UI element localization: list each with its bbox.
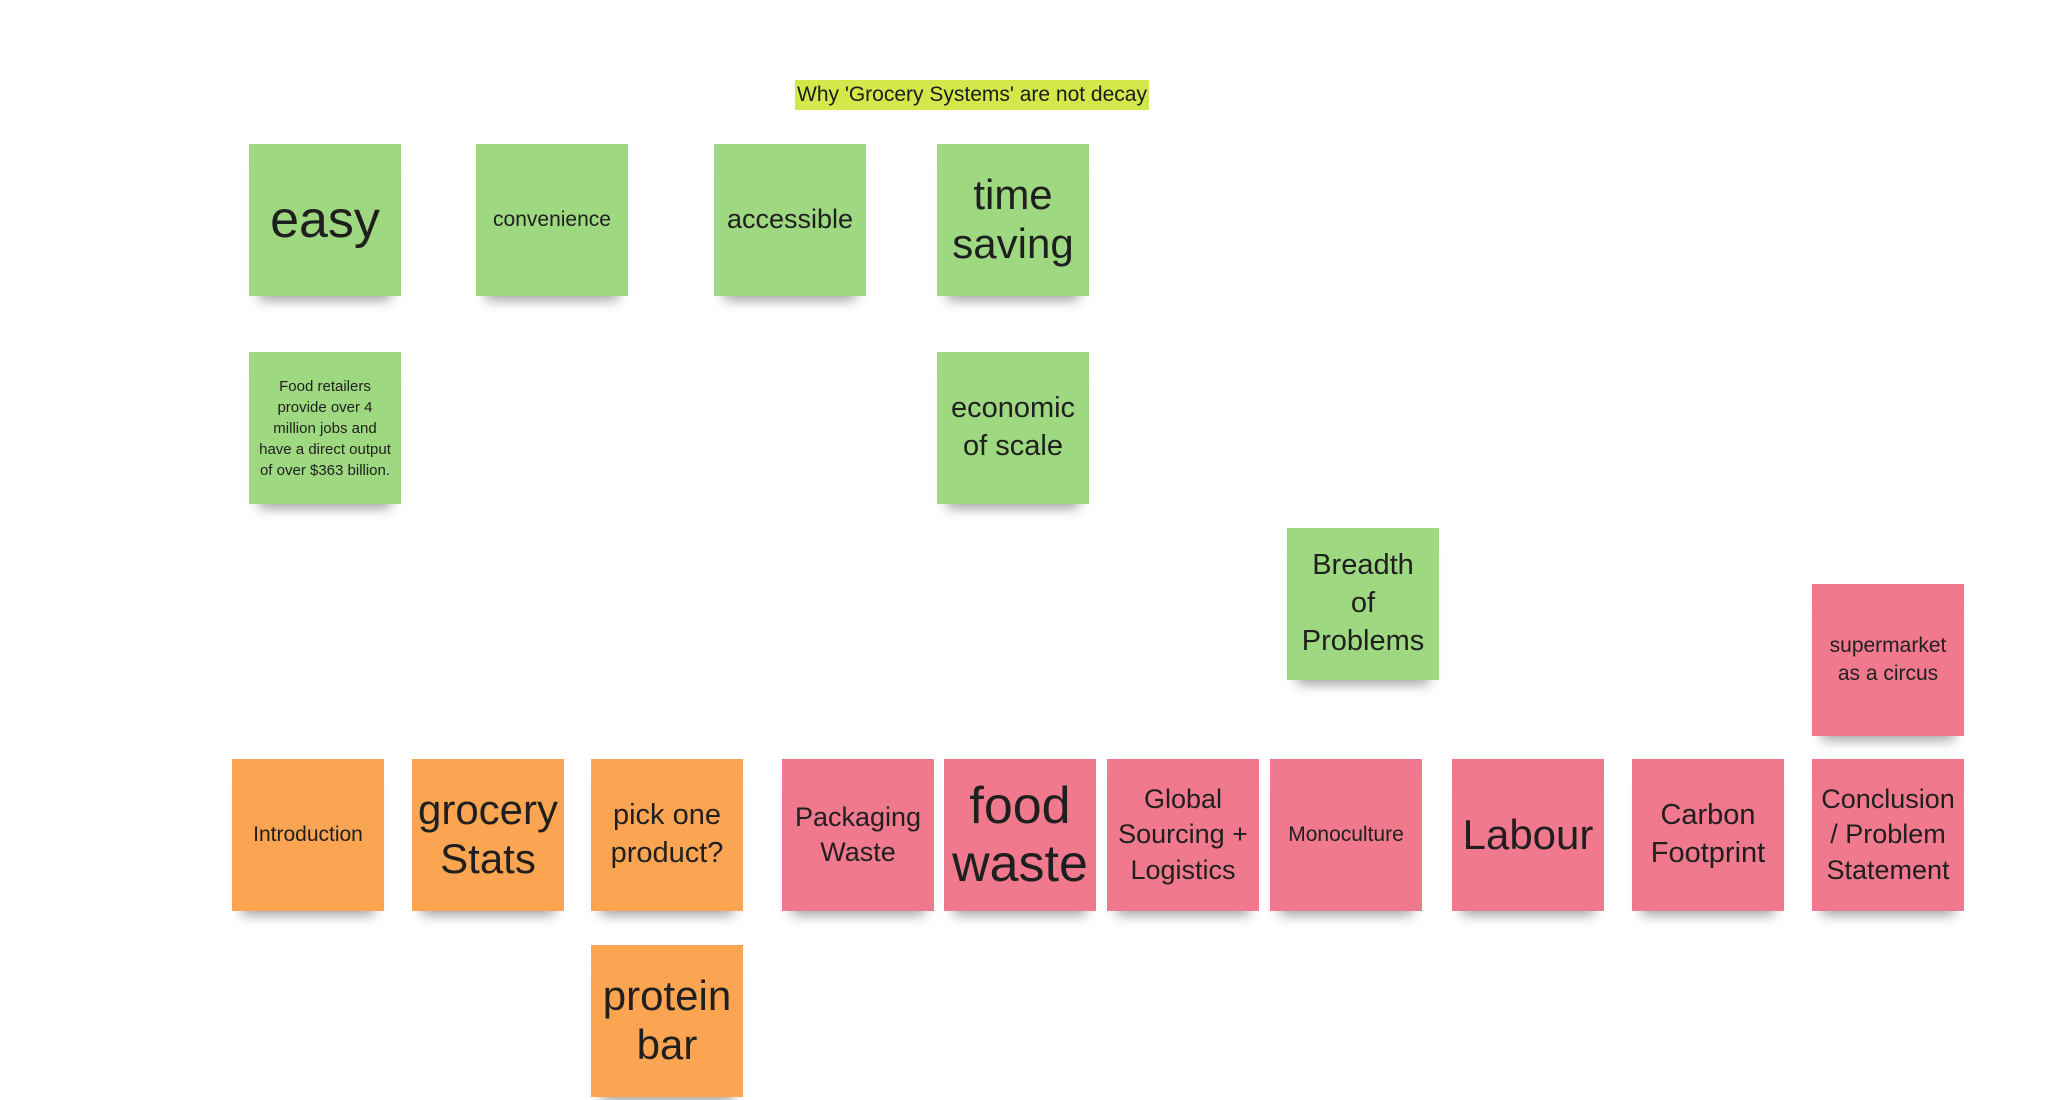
sticky-note-accessible[interactable]: accessible xyxy=(714,144,866,296)
sticky-note-text: convenience xyxy=(493,207,611,231)
sticky-note-monoculture[interactable]: Monoculture xyxy=(1270,759,1422,911)
sticky-note-conclusion[interactable]: Conclusion / Problem Statement xyxy=(1812,759,1964,911)
sticky-note-text: food waste xyxy=(952,776,1088,893)
sticky-note-pick-one-product[interactable]: pick one product? xyxy=(591,759,743,911)
sticky-note-global-sourcing[interactable]: Global Sourcing + Logistics xyxy=(1107,759,1259,911)
sticky-note-text: Monoculture xyxy=(1288,822,1404,846)
sticky-note-economic-of-scale[interactable]: economic of scale xyxy=(937,352,1089,504)
sticky-note-text: Food retailers provide over 4 million jo… xyxy=(259,377,391,479)
sticky-note-food-waste[interactable]: food waste xyxy=(944,759,1096,911)
sticky-note-text: Breadth of Problems xyxy=(1301,549,1425,657)
sticky-note-protein-bar[interactable]: protein bar xyxy=(591,945,743,1097)
sticky-note-text: accessible xyxy=(726,204,854,235)
sticky-note-introduction[interactable]: Introduction xyxy=(232,759,384,911)
sticky-note-grocery-stats[interactable]: grocery Stats xyxy=(412,759,564,911)
sticky-note-convenience[interactable]: convenience xyxy=(476,144,628,296)
sticky-note-text: Conclusion / Problem Statement xyxy=(1821,784,1955,885)
sticky-note-text: grocery Stats xyxy=(417,786,559,882)
sticky-note-text: Global Sourcing + Logistics xyxy=(1118,784,1248,885)
sticky-note-labour[interactable]: Labour xyxy=(1452,759,1604,911)
sticky-note-time-saving[interactable]: time saving xyxy=(937,144,1089,296)
sticky-note-breadth-of-problems[interactable]: Breadth of Problems xyxy=(1287,528,1439,680)
sticky-note-carbon-footprint[interactable]: Carbon Footprint xyxy=(1632,759,1784,911)
sticky-note-text: Packaging Waste xyxy=(794,801,922,867)
sticky-note-text: Carbon Footprint xyxy=(1650,799,1766,869)
sticky-note-text: Labour xyxy=(1462,810,1594,858)
sticky-note-text: supermarket as a circus xyxy=(1829,633,1947,685)
sticky-note-packaging-waste[interactable]: Packaging Waste xyxy=(782,759,934,911)
sticky-note-supermarket-circus[interactable]: supermarket as a circus xyxy=(1812,584,1964,736)
sticky-note-text: easy xyxy=(270,190,380,249)
sticky-note-text: economic of scale xyxy=(950,392,1076,462)
sticky-note-text: Introduction xyxy=(253,822,363,846)
sticky-note-food-retailers[interactable]: Food retailers provide over 4 million jo… xyxy=(249,352,401,504)
sticky-note-easy[interactable]: easy xyxy=(249,144,401,296)
sticky-note-text: protein bar xyxy=(602,972,732,1068)
board-title[interactable]: Why 'Grocery Systems' are not decay xyxy=(795,80,1149,110)
sticky-note-text: time saving xyxy=(952,171,1074,267)
sticky-note-text: pick one product? xyxy=(610,799,724,869)
